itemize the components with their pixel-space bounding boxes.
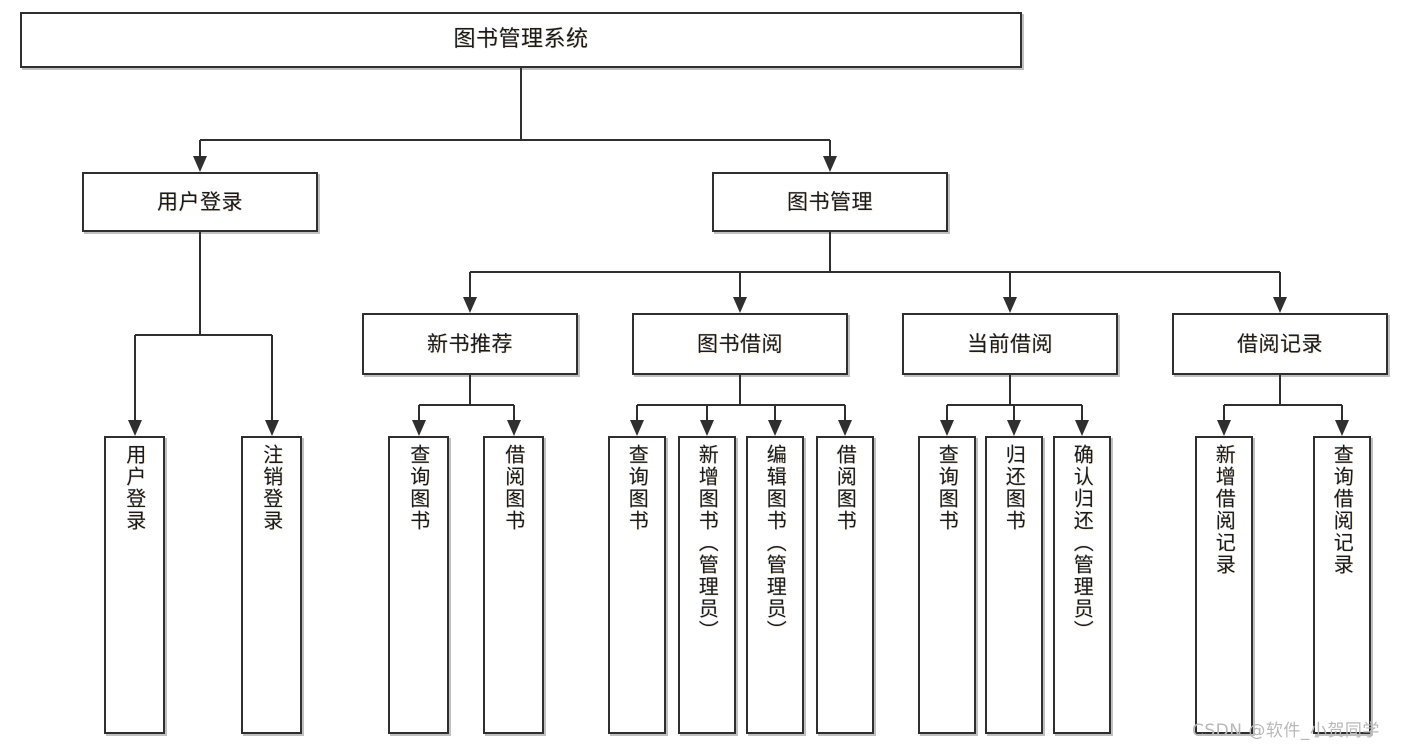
arrow-head-icon: [1217, 420, 1231, 436]
connector-line: [134, 334, 272, 336]
node-label: 新增图书（管理员）: [695, 444, 720, 642]
arrow-head-icon: [733, 297, 747, 313]
node-label: 归还图书: [1002, 444, 1027, 532]
connector-line: [739, 375, 741, 405]
node-label: 图书管理: [787, 189, 873, 214]
node-root-system[interactable]: 图书管理系统: [20, 12, 1022, 68]
node-new-book-rec[interactable]: 新书推荐: [362, 313, 578, 375]
node-book-manage[interactable]: 图书管理: [712, 172, 948, 232]
node-leaf-user-login[interactable]: 用户登录: [104, 436, 165, 734]
connector-line: [133, 335, 136, 420]
arrow-head-icon: [193, 156, 207, 172]
watermark-text: CSDN @软件_小贺同学: [1192, 721, 1380, 741]
node-label: 图书管理系统: [453, 27, 589, 52]
arrow-head-icon: [1335, 420, 1349, 436]
node-label: 注销登录: [259, 444, 284, 532]
node-label: 新书推荐: [427, 331, 513, 356]
node-leaf-return-book[interactable]: 归还图书: [985, 436, 1043, 734]
node-leaf-query-record[interactable]: 查询借阅记录: [1313, 436, 1371, 734]
node-label: 查询图书: [935, 444, 960, 532]
node-borrow-record[interactable]: 借阅记录: [1172, 313, 1388, 375]
node-leaf-query-book-borrow[interactable]: 查询图书: [608, 436, 666, 734]
connector-line: [417, 405, 420, 420]
arrow-head-icon: [506, 420, 521, 436]
node-label: 查询借阅记录: [1330, 444, 1355, 576]
connector-line: [946, 405, 948, 420]
connector-line: [512, 405, 515, 420]
node-label: 用户登录: [122, 444, 147, 532]
arrow-head-icon: [630, 420, 644, 436]
connector-line: [1009, 375, 1011, 405]
node-label: 借阅图书: [501, 444, 526, 532]
connector-line: [1224, 404, 1342, 406]
arrow-head-icon: [264, 420, 279, 436]
node-label: 确认归还（管理员）: [1070, 444, 1095, 642]
connector-line: [1081, 405, 1083, 420]
connector-line: [470, 271, 1280, 273]
node-leaf-edit-book[interactable]: 编辑图书（管理员）: [746, 436, 804, 734]
connector-line: [520, 68, 522, 140]
node-label: 编辑图书（管理员）: [763, 444, 788, 642]
arrow-head-icon: [1273, 297, 1287, 313]
connector-line: [199, 140, 201, 156]
connector-line: [739, 272, 741, 297]
connector-line: [200, 139, 830, 141]
node-label: 查询图书: [406, 444, 431, 532]
connector-line: [774, 405, 776, 420]
arrow-head-icon: [838, 420, 852, 436]
connector-line: [844, 405, 846, 420]
connector-line: [418, 404, 514, 406]
arrow-head-icon: [768, 420, 782, 436]
node-label: 借阅记录: [1237, 331, 1323, 356]
node-label: 借阅图书: [833, 444, 858, 532]
node-leaf-query-book-current[interactable]: 查询图书: [918, 436, 976, 734]
connector-line: [1341, 405, 1343, 420]
connector-line: [1279, 375, 1281, 405]
node-label: 用户登录: [157, 189, 243, 214]
connector-line: [829, 232, 831, 272]
arrow-head-icon: [1007, 420, 1021, 436]
connector-line: [1013, 405, 1015, 420]
connector-line: [270, 335, 273, 420]
connector-line: [1009, 272, 1011, 297]
connector-line: [1223, 405, 1225, 420]
arrow-head-icon: [823, 156, 837, 172]
connector-line: [469, 375, 471, 405]
arrow-head-icon: [700, 420, 714, 436]
node-book-borrow[interactable]: 图书借阅: [632, 313, 848, 375]
node-label: 新增借阅记录: [1212, 444, 1237, 576]
node-leaf-logout[interactable]: 注销登录: [241, 436, 302, 734]
connector-line: [829, 140, 831, 156]
connector-line: [1279, 272, 1281, 297]
node-leaf-borrow-book[interactable]: 借阅图书: [816, 436, 874, 734]
node-label: 查询图书: [625, 444, 650, 532]
connector-line: [199, 232, 201, 335]
arrow-head-icon: [940, 420, 954, 436]
node-leaf-add-record[interactable]: 新增借阅记录: [1195, 436, 1253, 734]
node-user-login[interactable]: 用户登录: [82, 172, 318, 232]
arrow-head-icon: [411, 420, 426, 436]
arrow-head-icon: [127, 420, 142, 436]
node-leaf-borrow-book-rec[interactable]: 借阅图书: [483, 436, 544, 734]
connector-line: [636, 405, 638, 420]
arrow-head-icon: [463, 297, 477, 313]
arrow-head-icon: [1003, 297, 1017, 313]
connector-line: [469, 272, 471, 297]
node-leaf-confirm-return[interactable]: 确认归还（管理员）: [1053, 436, 1111, 734]
node-label: 图书借阅: [697, 331, 783, 356]
node-label: 当前借阅: [967, 331, 1053, 356]
node-current-borrow[interactable]: 当前借阅: [902, 313, 1118, 375]
arrow-head-icon: [1075, 420, 1089, 436]
connector-line: [637, 404, 845, 406]
node-leaf-query-book-rec[interactable]: 查询图书: [388, 436, 449, 734]
connector-line: [706, 405, 708, 420]
node-leaf-add-book[interactable]: 新增图书（管理员）: [678, 436, 736, 734]
